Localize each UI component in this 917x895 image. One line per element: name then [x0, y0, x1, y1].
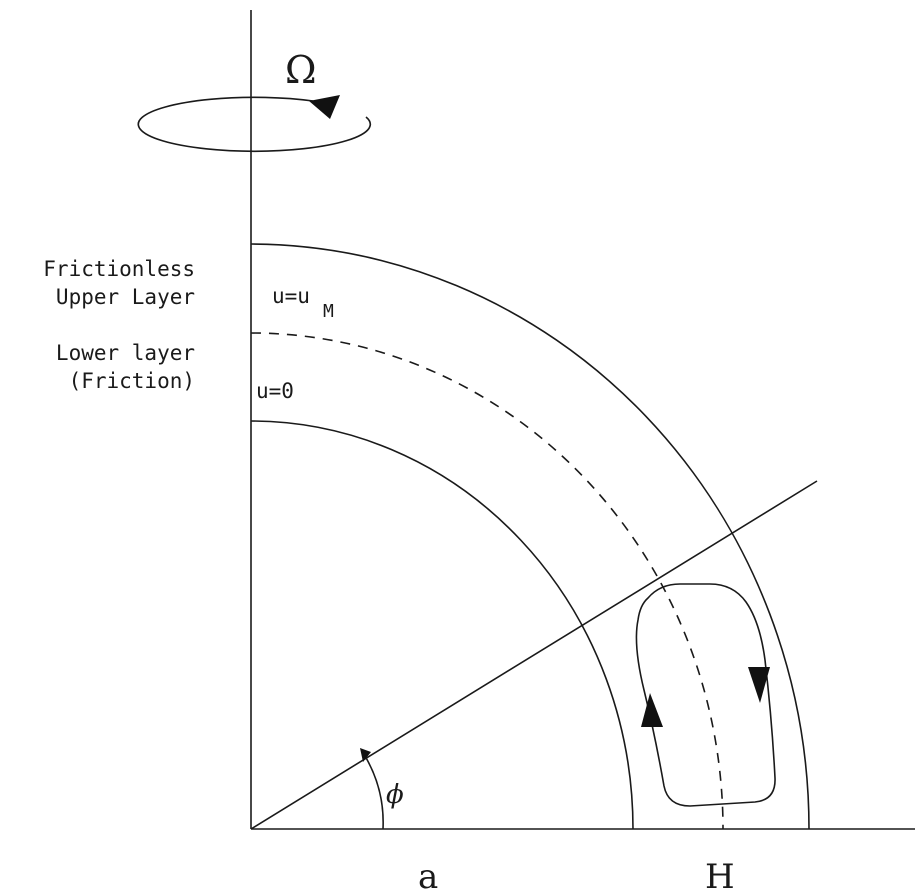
upward-flow-arrow-icon: [641, 693, 663, 727]
lower-layer-label-line2: (Friction): [69, 369, 195, 393]
u-top-subscript: M: [323, 301, 334, 322]
upper-layer-label-line2: Upper Layer: [56, 285, 195, 309]
circulation-cell: [635, 583, 776, 807]
rotation-arrow-icon: [309, 95, 340, 119]
h-label: H: [705, 857, 735, 895]
downward-flow-arrow-icon: [748, 667, 770, 703]
upper-layer-label-line1: Frictionless: [43, 257, 195, 281]
latitude-line: [250, 480, 818, 830]
interface-dashed-arc: [250, 332, 724, 830]
phi-angle-arc: [364, 755, 384, 830]
omega-label: Ω: [285, 48, 317, 92]
phi-label: ϕ: [386, 780, 404, 810]
outer-boundary-arc: [250, 243, 810, 830]
inner-boundary-arc: [250, 420, 634, 830]
u-bottom-label: u=0: [256, 379, 294, 403]
u-top-label: u=u: [272, 284, 310, 308]
phi-arrow-icon: [360, 748, 371, 762]
lower-layer-label-line1: Lower layer: [56, 341, 195, 365]
a-label: a: [418, 857, 438, 895]
rotation-ellipse: [137, 96, 372, 153]
